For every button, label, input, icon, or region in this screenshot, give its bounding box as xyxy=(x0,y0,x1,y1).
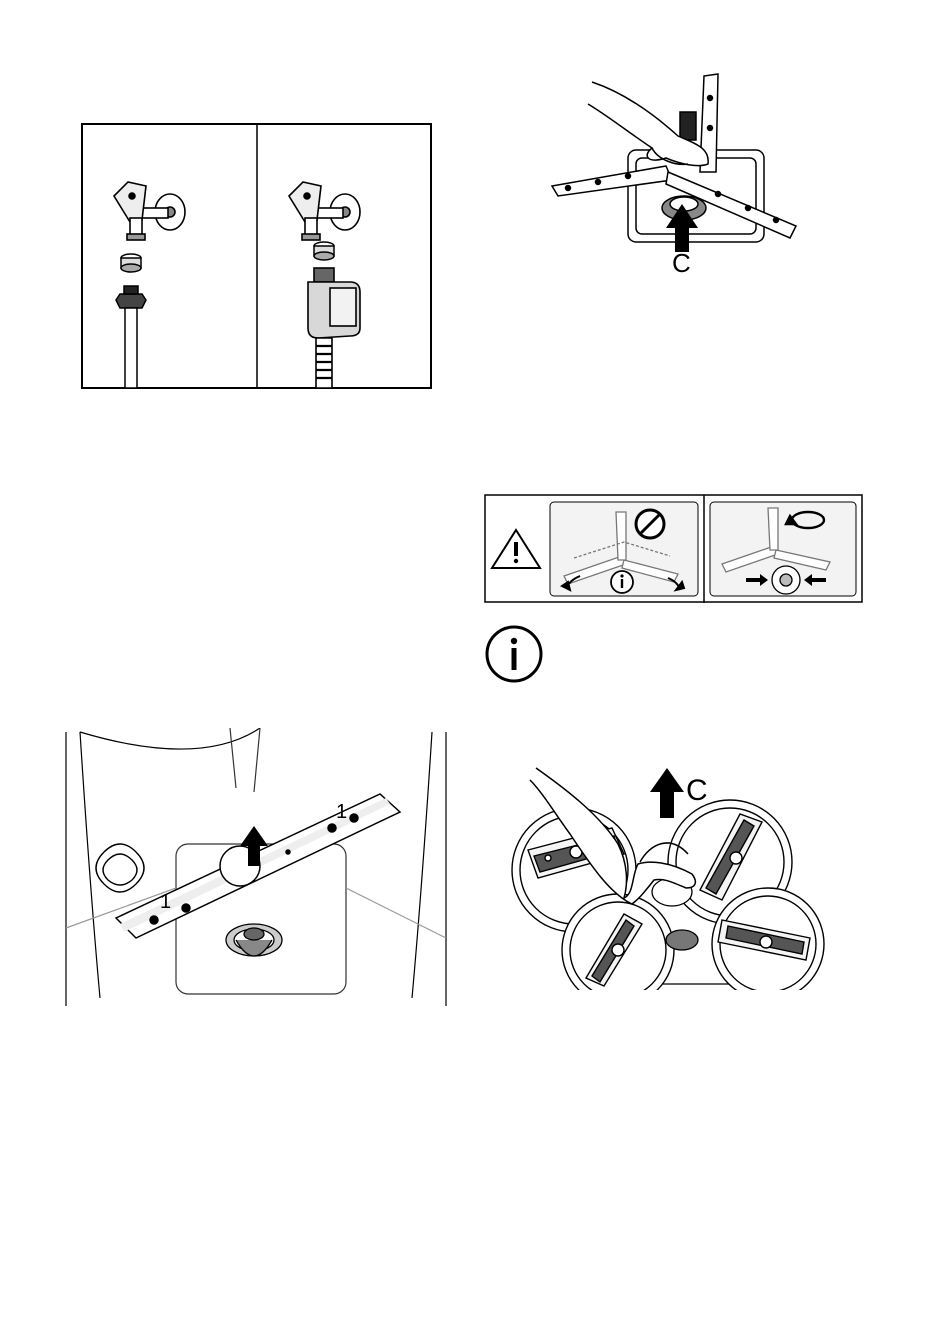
pipe-nut-left xyxy=(116,286,146,388)
spray-arm-removal-figure: C xyxy=(548,68,808,278)
water-tap-right xyxy=(289,182,360,240)
seal-washer-left xyxy=(121,254,141,272)
spray-hole-label-left: 1 xyxy=(160,891,171,913)
side-nozzle xyxy=(96,844,144,892)
hose-valve-right xyxy=(308,268,360,388)
spray-hole-label-right: 1 xyxy=(336,801,347,823)
multi-spray-removal-figure: C xyxy=(500,764,846,990)
info-icon xyxy=(484,624,544,684)
part-label-c: C xyxy=(672,248,691,278)
hose-connection-figure xyxy=(80,122,434,390)
up-arrow-icon xyxy=(650,768,684,818)
filter-assembly xyxy=(226,924,282,956)
info-icon xyxy=(611,571,633,593)
water-tap-left xyxy=(114,182,185,240)
warning-panel-figure xyxy=(484,494,864,604)
satellite-bottom-right xyxy=(712,888,824,990)
seal-washer-right xyxy=(314,242,334,260)
lower-spray-arm-figure: 1 1 xyxy=(60,728,452,1008)
part-label-c: C xyxy=(686,774,708,807)
hub-seal xyxy=(772,566,800,594)
prohibited-icon xyxy=(636,510,664,538)
